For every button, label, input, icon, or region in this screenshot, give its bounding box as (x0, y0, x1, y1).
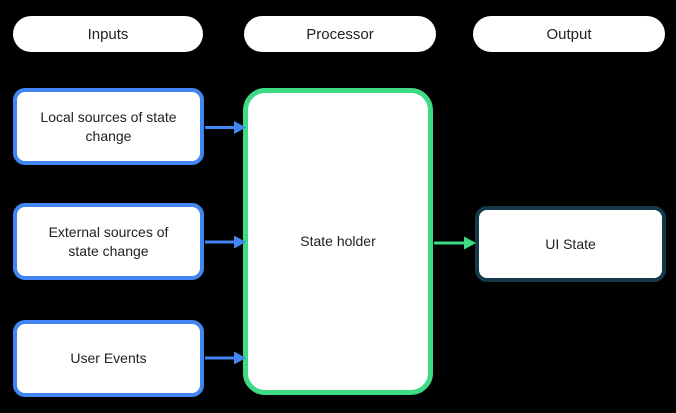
input-node-external-sources-label: External sources of state change (48, 223, 169, 259)
arrow-user-events-to-state-holder (205, 351, 246, 365)
input-node-local-sources: Local sources of state change (13, 88, 204, 165)
input-node-user-events-label: User Events (70, 350, 147, 367)
input-node-external-sources: External sources of state change (13, 203, 204, 280)
output-node-ui-state-label: UI State (545, 235, 596, 252)
column-header-output-label: Output (546, 25, 592, 43)
arrow-local-sources-to-state-holder (205, 121, 246, 134)
processor-node-state-holder: State holder (243, 88, 433, 395)
input-node-user-events: User Events (13, 320, 204, 397)
arrow-state-holder-to-ui-state (434, 236, 476, 250)
column-header-inputs: Inputs (13, 16, 203, 52)
processor-node-state-holder-label: State holder (300, 233, 376, 250)
output-node-ui-state: UI State (475, 206, 666, 282)
column-header-processor: Processor (244, 16, 436, 52)
input-node-local-sources-label: Local sources of state change (40, 108, 177, 144)
column-header-inputs-label: Inputs (87, 25, 129, 43)
column-header-processor-label: Processor (306, 25, 374, 43)
arrow-external-sources-to-state-holder (205, 235, 246, 249)
column-header-output: Output (473, 16, 665, 52)
